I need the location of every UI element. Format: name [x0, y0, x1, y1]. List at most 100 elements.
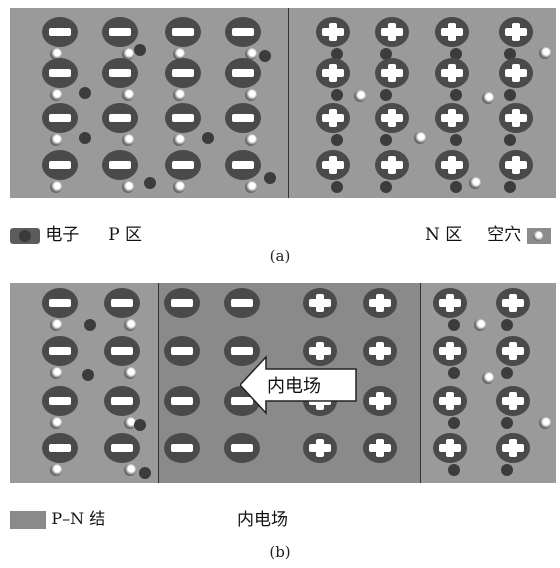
positive-ion-icon: [435, 17, 469, 47]
electron-icon: [331, 89, 343, 101]
negative-ion-icon: [102, 103, 138, 133]
hole-icon: [245, 134, 257, 146]
legend-pn-junction: P–N 结: [10, 505, 105, 529]
legend-p-region-label: P 区: [108, 225, 142, 245]
electron-icon: [504, 181, 516, 193]
hole-icon: [50, 319, 62, 331]
positive-ion-icon: [375, 58, 409, 88]
hole-icon: [50, 464, 62, 476]
hole-icon: [50, 89, 62, 101]
electron-icon: [134, 44, 146, 56]
electron-icon: [501, 367, 513, 379]
electron-icon: [448, 464, 460, 476]
negative-ion-icon: [164, 336, 200, 366]
hole-icon: [173, 89, 185, 101]
hole-icon: [173, 134, 185, 146]
hole-icon: [482, 372, 494, 384]
electron-icon: [202, 132, 214, 144]
electron-icon: [144, 177, 156, 189]
electron-icon: [82, 369, 94, 381]
negative-ion-icon: [224, 288, 260, 318]
electron-icon: [448, 417, 460, 429]
negative-ion-icon: [104, 386, 140, 416]
positive-ion-icon: [435, 150, 469, 180]
positive-ion-icon: [303, 288, 337, 318]
negative-ion-icon: [104, 433, 140, 463]
negative-ion-icon: [165, 58, 201, 88]
hole-icon: [122, 89, 134, 101]
legend-electron: 电子 P 区: [10, 220, 142, 245]
negative-ion-icon: [224, 433, 260, 463]
pn-boundary-line: [288, 8, 289, 198]
negative-ion-icon: [225, 150, 261, 180]
electron-icon: [448, 319, 460, 331]
hole-icon: [50, 134, 62, 146]
negative-ion-icon: [42, 336, 78, 366]
negative-ion-icon: [42, 433, 78, 463]
panel-a-diagram: [10, 8, 556, 198]
electron-icon: [450, 134, 462, 146]
positive-ion-icon: [316, 17, 350, 47]
electron-icon: [501, 464, 513, 476]
negative-ion-icon: [225, 17, 261, 47]
legend-n-region-hole: N 区 空穴: [425, 220, 551, 245]
negative-ion-icon: [164, 386, 200, 416]
electron-icon: [259, 50, 271, 62]
hole-icon: [50, 417, 62, 429]
electron-swatch-icon: [10, 228, 40, 244]
legend-field-label: 内电场: [237, 505, 288, 530]
legend-pn-junction-label: P–N 结: [51, 509, 105, 528]
negative-ion-icon: [104, 336, 140, 366]
positive-ion-icon: [363, 433, 397, 463]
electron-icon: [450, 181, 462, 193]
caption-b: (b): [0, 543, 560, 561]
electron-icon: [79, 87, 91, 99]
electron-icon: [504, 134, 516, 146]
negative-ion-icon: [102, 58, 138, 88]
hole-icon: [474, 319, 486, 331]
electron-icon: [448, 367, 460, 379]
positive-ion-icon: [363, 288, 397, 318]
electron-icon: [264, 172, 276, 184]
positive-ion-icon: [375, 103, 409, 133]
hole-icon: [122, 134, 134, 146]
positive-ion-icon: [435, 58, 469, 88]
negative-ion-icon: [104, 288, 140, 318]
positive-ion-icon: [375, 17, 409, 47]
negative-ion-icon: [42, 103, 78, 133]
positive-ion-icon: [433, 433, 467, 463]
positive-ion-icon: [496, 433, 530, 463]
positive-ion-icon: [499, 17, 533, 47]
electron-icon: [139, 467, 151, 479]
hole-icon: [414, 132, 426, 144]
electron-icon: [79, 132, 91, 144]
negative-ion-icon: [42, 150, 78, 180]
hole-icon: [124, 464, 136, 476]
negative-ion-icon: [102, 17, 138, 47]
hole-icon: [539, 417, 551, 429]
electron-icon: [84, 319, 96, 331]
positive-ion-icon: [496, 336, 530, 366]
negative-ion-icon: [42, 386, 78, 416]
electron-icon: [450, 89, 462, 101]
negative-ion-icon: [42, 288, 78, 318]
hole-icon: [50, 181, 62, 193]
positive-ion-icon: [363, 386, 397, 416]
positive-ion-icon: [435, 103, 469, 133]
electron-icon: [504, 89, 516, 101]
hole-icon: [354, 90, 366, 102]
junction-left-line: [158, 283, 159, 483]
field-arrow-label: 内电场: [267, 372, 321, 398]
negative-ion-icon: [165, 150, 201, 180]
hole-icon: [482, 92, 494, 104]
positive-ion-icon: [499, 58, 533, 88]
positive-ion-icon: [316, 150, 350, 180]
electron-icon: [380, 181, 392, 193]
hole-icon: [173, 181, 185, 193]
positive-ion-icon: [496, 386, 530, 416]
hole-icon: [122, 181, 134, 193]
electron-icon: [380, 134, 392, 146]
legend-hole-label: 空穴: [487, 225, 521, 245]
negative-ion-icon: [164, 433, 200, 463]
negative-ion-icon: [102, 150, 138, 180]
